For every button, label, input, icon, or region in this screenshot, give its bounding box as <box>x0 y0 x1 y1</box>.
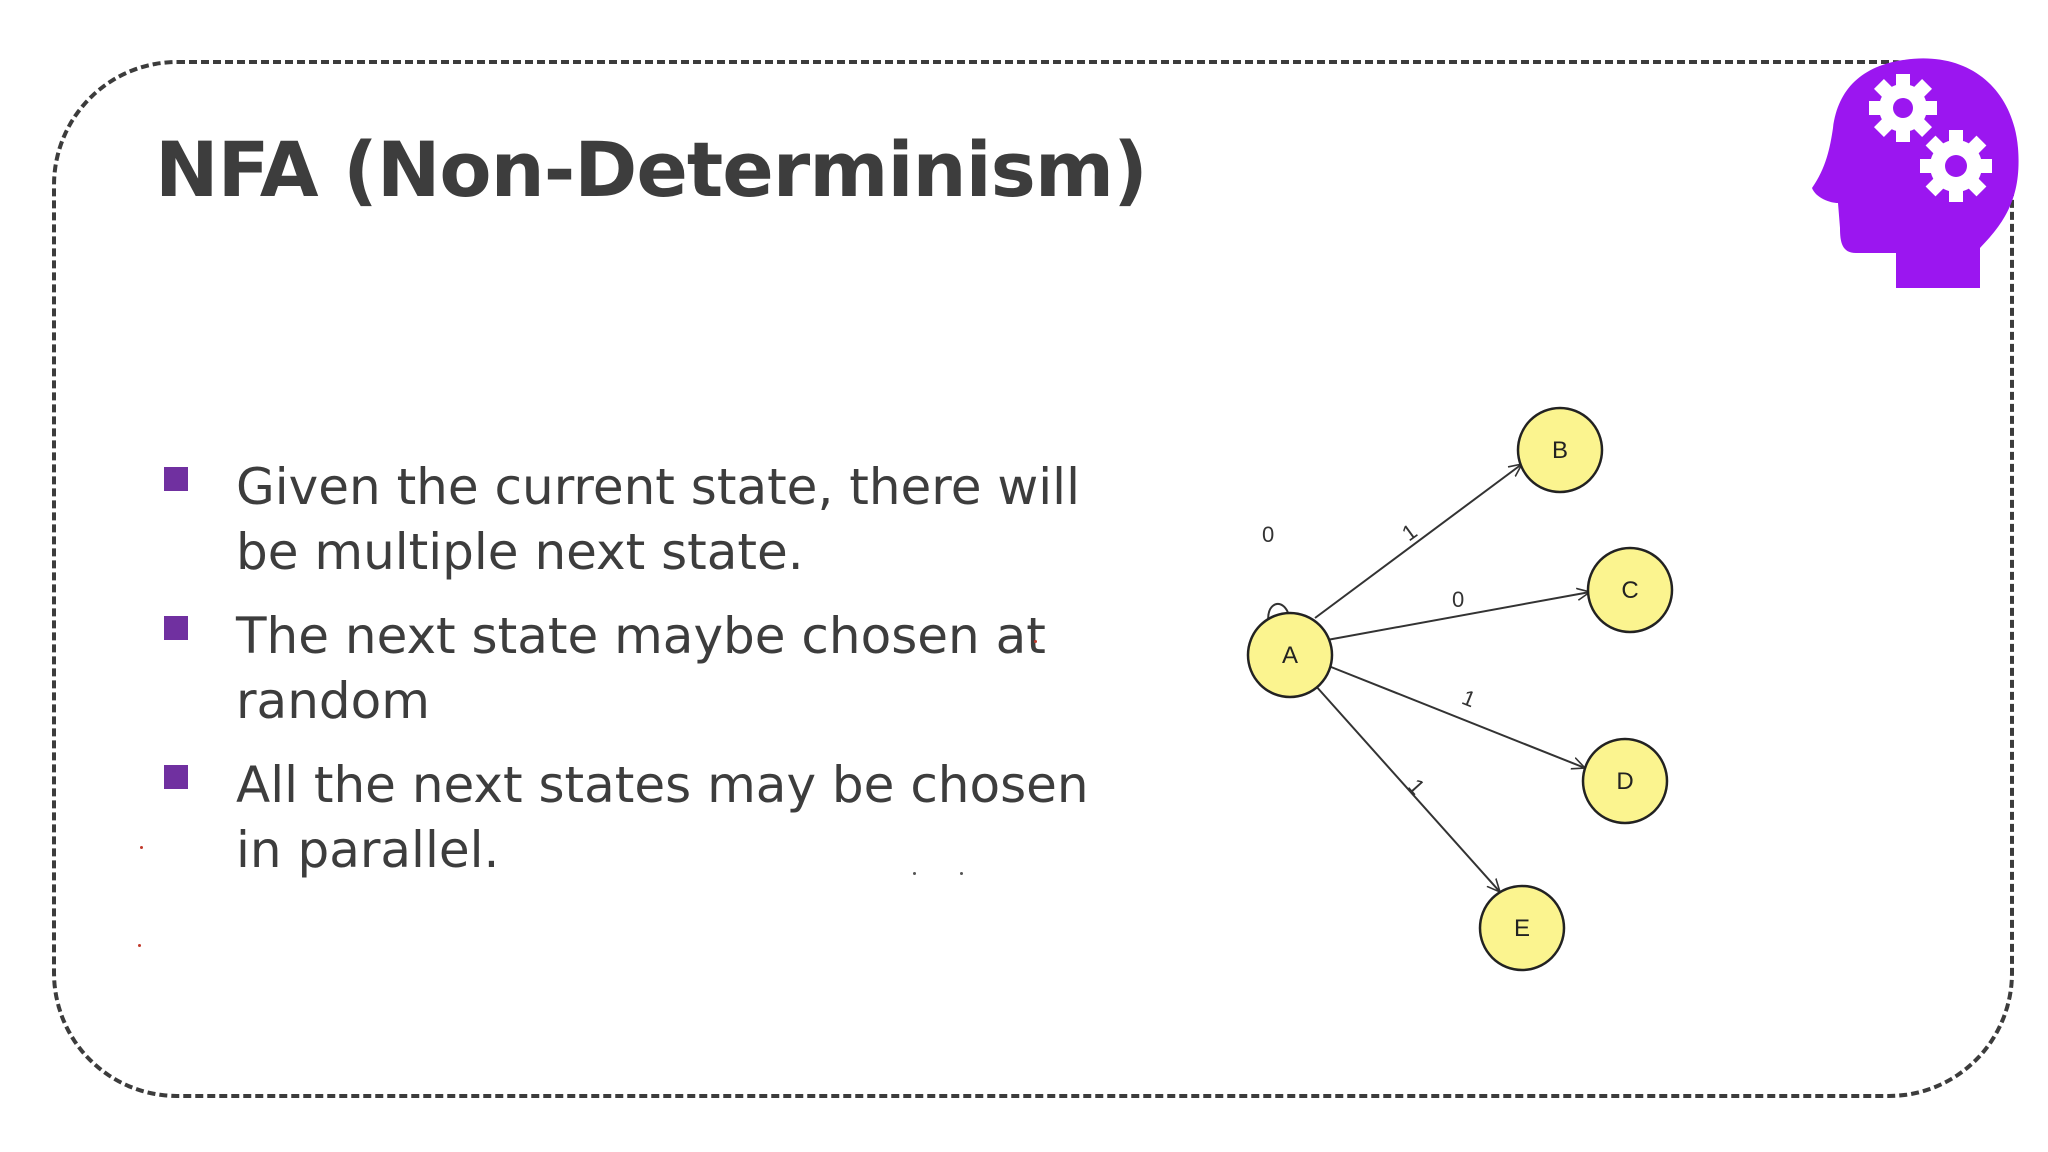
bullet-item: Given the current state, there will be m… <box>162 455 1102 585</box>
state-node-a: A <box>1246 611 1334 699</box>
edge-a-b <box>1314 464 1522 619</box>
state-label: B <box>1552 437 1568 464</box>
gear-icon <box>1920 130 1992 202</box>
state-label: D <box>1616 768 1633 795</box>
bullet-line: in parallel. <box>236 821 500 879</box>
edge-label: 1 <box>1459 685 1480 713</box>
state-label: E <box>1514 915 1530 942</box>
bullet-line: be multiple next state. <box>236 523 804 581</box>
edge-a-e <box>1314 684 1500 892</box>
speck <box>913 872 916 875</box>
state-node-e: E <box>1478 884 1566 972</box>
bullet-line: All the next states may be chosen <box>236 756 1089 814</box>
bullet-line: The next state maybe chosen at <box>236 607 1046 665</box>
bullet-square-icon <box>164 765 188 789</box>
bullet-line: Given the current state, there will <box>236 458 1080 516</box>
bullet-line: random <box>236 672 430 730</box>
bullet-square-icon <box>164 467 188 491</box>
state-node-c: C <box>1586 546 1674 634</box>
head-silhouette <box>1812 58 2019 288</box>
nfa-diagram: 0 1 0 1 1 A B C D E <box>1246 406 1674 972</box>
edge-a-d <box>1325 664 1585 768</box>
edge-label: 1 <box>1403 774 1430 800</box>
gear-icon <box>1869 74 1937 142</box>
edge-label: 0 <box>1452 587 1464 612</box>
bullet-item: The next state maybe chosen at random <box>162 604 1102 734</box>
slide-frame <box>52 60 2014 1098</box>
speck <box>960 872 963 875</box>
state-node-b: B <box>1516 406 1604 494</box>
bullet-square-icon <box>164 616 188 640</box>
state-node-d: D <box>1581 737 1669 825</box>
edge-label: 0 <box>1262 522 1274 547</box>
edge-a-c <box>1326 592 1590 641</box>
speck <box>1034 640 1037 643</box>
bullet-item: All the next states may be chosen in par… <box>162 753 1102 883</box>
bullet-list: Given the current state, there will be m… <box>162 455 1102 902</box>
speck <box>138 944 141 947</box>
state-label: A <box>1282 642 1298 669</box>
slide-title: NFA (Non-Determinism) <box>155 125 1148 214</box>
head-with-gears-icon <box>1812 58 2019 288</box>
state-label: C <box>1621 577 1638 604</box>
speck <box>140 846 143 849</box>
